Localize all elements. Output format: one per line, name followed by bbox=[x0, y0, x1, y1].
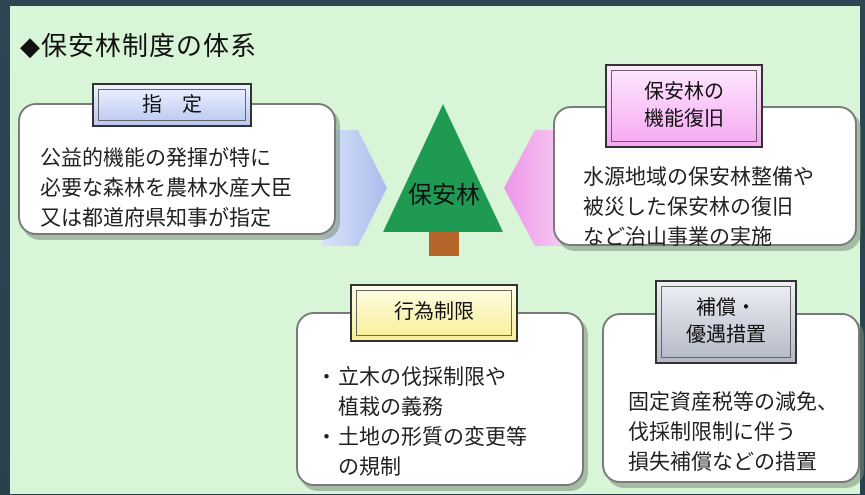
restoration-tag-inner bbox=[611, 70, 757, 142]
restriction-tag-label: 行為制限 bbox=[394, 299, 474, 323]
restriction-bullet-2: ・ bbox=[316, 425, 337, 449]
restoration-text-line-1: 水源地域の保安林整備や bbox=[583, 165, 814, 189]
designation-text-line-3: 又は都道府県知事が指定 bbox=[40, 206, 271, 230]
compensation-text-line-3: 損失補償などの措置 bbox=[628, 450, 817, 474]
compensation-text-line-2: 伐採制限制に伴う bbox=[628, 420, 796, 444]
restriction-item-2-line-2: の規制 bbox=[338, 455, 401, 479]
restriction-tag-inner bbox=[356, 290, 512, 336]
compensation-text-line-1: 固定資産税等の減免、 bbox=[628, 390, 838, 414]
restoration-tag-line-2: 機能復旧 bbox=[644, 106, 724, 130]
diagram-title: ◆保安林制度の体系 bbox=[20, 32, 257, 62]
designation-tag-label: 指 定 bbox=[142, 92, 202, 116]
restriction-item-1-line-2: 植栽の義務 bbox=[338, 395, 443, 419]
restriction-item-1-line-1: 立木の伐採制限や bbox=[338, 365, 506, 389]
designation-card: 公益的機能の発揮が特に 必要な森林を農林水産大臣 又は都道府県知事が指定 bbox=[18, 103, 336, 235]
designation-text-line-1: 公益的機能の発揮が特に bbox=[40, 146, 271, 170]
designation-tag: 指 定 bbox=[92, 83, 252, 127]
restriction-item-2-line-1: 土地の形質の変更等 bbox=[338, 425, 527, 449]
designation-arrow bbox=[322, 130, 387, 246]
restriction-list: ・立木の伐採制限や 植栽の義務 ・土地の形質の変更等 の規制 bbox=[316, 362, 582, 482]
tree-trunk bbox=[429, 232, 459, 256]
restriction-tag: 行為制限 bbox=[350, 284, 518, 342]
designation-text-line-2: 必要な森林を農林水産大臣 bbox=[40, 176, 292, 200]
restriction-item-2: ・土地の形質の変更等 の規制 bbox=[316, 422, 582, 482]
restoration-card: 水源地域の保安林整備や 被災した保安林の復旧 など治山事業の実施 bbox=[553, 106, 857, 249]
restoration-tag-line-1: 保安林の bbox=[644, 79, 724, 103]
compensation-tag: 補償・ 優遇措置 bbox=[655, 280, 797, 364]
designation-tag-inner bbox=[98, 89, 246, 121]
compensation-tag-inner bbox=[661, 286, 791, 358]
restriction-card: ・立木の伐採制限や 植栽の義務 ・土地の形質の変更等 の規制 bbox=[296, 312, 584, 486]
restriction-item-1: ・立木の伐採制限や 植栽の義務 bbox=[316, 362, 582, 422]
center-label: 保安林 bbox=[408, 181, 480, 209]
restoration-text-line-3: など治山事業の実施 bbox=[583, 225, 772, 249]
compensation-tag-line-2: 優遇措置 bbox=[686, 322, 766, 346]
diagram-canvas: ◆保安林制度の体系 保安林 公益的機能の発揮が特に 必要な森林を農林水産大臣 又… bbox=[10, 6, 860, 494]
restoration-tag: 保安林の 機能復旧 bbox=[605, 64, 763, 148]
restriction-bullet-1: ・ bbox=[316, 365, 337, 389]
compensation-tag-line-1: 補償・ bbox=[696, 295, 756, 319]
restoration-text-line-2: 被災した保安林の復旧 bbox=[583, 195, 793, 219]
tree-icon bbox=[383, 104, 503, 232]
